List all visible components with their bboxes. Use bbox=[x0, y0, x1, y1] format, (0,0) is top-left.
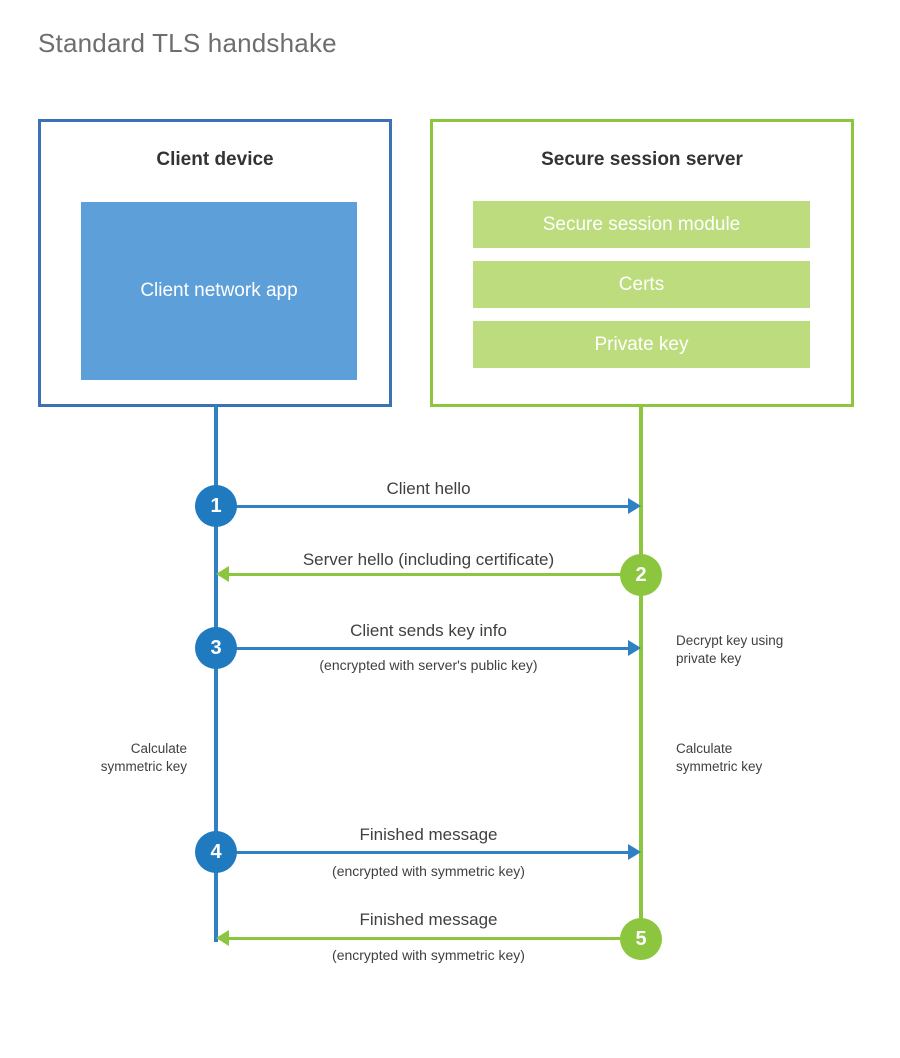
page-title: Standard TLS handshake bbox=[38, 28, 337, 58]
step-3-message-sublabel: (encrypted with server's public key) bbox=[319, 657, 538, 673]
step-5-message-label: Finished message bbox=[359, 910, 498, 929]
step-4-arrow-line bbox=[216, 851, 628, 854]
client-device-title: Client device bbox=[156, 149, 274, 170]
step-3-arrow-head-icon bbox=[628, 640, 641, 656]
step-4-message-label: Finished message bbox=[359, 825, 498, 844]
step-3-message-label: Client sends key info bbox=[350, 621, 507, 640]
client-calculate-note-line-2: symmetric key bbox=[100, 759, 187, 775]
step-5-marker: 5 bbox=[620, 918, 662, 960]
step-4-message-sublabel: (encrypted with symmetric key) bbox=[332, 863, 525, 879]
step-3-arrow-line bbox=[216, 647, 628, 650]
server-decrypt-note-line-1: Decrypt key using bbox=[676, 633, 784, 648]
server-calculate-note-line-1: Calculate bbox=[676, 741, 733, 756]
step-5-arrow-head-icon bbox=[216, 930, 229, 946]
step-1-arrow-line bbox=[216, 505, 628, 508]
step-2-arrow-head-icon bbox=[216, 566, 229, 582]
client-network-app-block: Client network app bbox=[81, 202, 357, 380]
secure-session-server-title: Secure session server bbox=[541, 149, 743, 170]
server-calculate-note-line-2: symmetric key bbox=[676, 759, 763, 775]
server-decrypt-note-line-2: private key bbox=[676, 651, 742, 667]
server-lifeline bbox=[639, 404, 643, 940]
step-5-message-sublabel: (encrypted with symmetric key) bbox=[332, 947, 525, 963]
step-1-message-label: Client hello bbox=[386, 479, 471, 498]
step-4-arrow-head-icon bbox=[628, 844, 641, 860]
step-4-marker: 4 bbox=[195, 831, 237, 873]
client-device-box: Client device Client network app bbox=[38, 119, 392, 407]
step-2-arrow-line bbox=[229, 573, 641, 576]
server-module-private-key: Private key bbox=[473, 321, 810, 368]
server-module-list: Secure session module Certs Private key bbox=[473, 201, 810, 368]
client-lifeline bbox=[214, 404, 218, 942]
step-3-marker: 3 bbox=[195, 627, 237, 669]
server-calculate-symmetric-key-note: Calculate symmetric key bbox=[676, 740, 866, 776]
step-2-marker: 2 bbox=[620, 554, 662, 596]
step-1-arrow-head-icon bbox=[628, 498, 641, 514]
client-calculate-note-line-1: Calculate bbox=[130, 741, 187, 756]
client-calculate-symmetric-key-note: Calculate symmetric key bbox=[20, 740, 187, 776]
step-2-message-label: Server hello (including certificate) bbox=[302, 550, 555, 569]
server-module-secure-session-module: Secure session module bbox=[473, 201, 810, 248]
step-1-marker: 1 bbox=[195, 485, 237, 527]
server-decrypt-note: Decrypt key using private key bbox=[676, 632, 866, 668]
step-5-arrow-line bbox=[229, 937, 641, 940]
secure-session-server-box: Secure session server Secure session mod… bbox=[430, 119, 854, 407]
server-module-certs: Certs bbox=[473, 261, 810, 308]
